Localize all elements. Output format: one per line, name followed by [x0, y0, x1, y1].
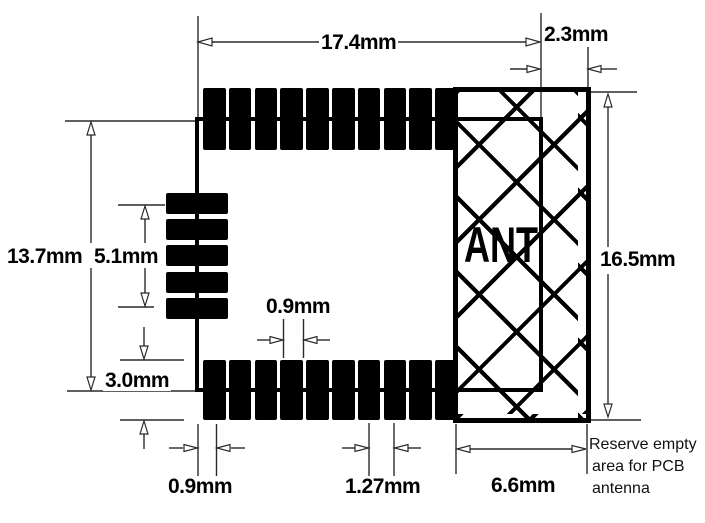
- antenna-keepout-area: [453, 87, 591, 423]
- dim-antenna-overhang-2-3: [510, 64, 617, 74]
- dim-label-edge-pad-width: 0.9mm: [166, 475, 235, 498]
- note-antenna-keepout: Reserve empty area for PCB antenna: [589, 434, 697, 500]
- note-line-3: antenna: [592, 480, 650, 497]
- dim-label-antenna-overhang: 2.3mm: [542, 23, 611, 46]
- dim-label-module-height: 13.7mm: [5, 245, 85, 268]
- dim-module-height-13-7: [86, 119, 96, 393]
- dim-label-total-height: 16.5mm: [598, 248, 678, 271]
- antenna-area-label: ANT: [464, 217, 538, 273]
- dim-total-height-16-5: [603, 91, 613, 420]
- dim-edge-pad-width-0-9-bottom: [169, 443, 245, 453]
- dim-label-antenna-area-width: 6.6mm: [489, 474, 558, 497]
- note-line-2: area for PCB: [592, 458, 685, 475]
- dim-label-pad-length: 3.0mm: [103, 369, 172, 392]
- dim-label-pad-pitch: 1.27mm: [343, 475, 423, 498]
- dim-label-side-pads-span: 5.1mm: [92, 245, 161, 268]
- dim-pad-pitch-1-27: [342, 443, 421, 453]
- dim-pad-length-3-0: [139, 327, 149, 449]
- dim-label-pad-width: 0.9mm: [264, 295, 333, 318]
- dim-antenna-area-width-6-6: [454, 444, 587, 454]
- note-line-1: Reserve empty: [589, 436, 697, 453]
- dim-side-pads-span-5-1: [140, 203, 150, 309]
- dim-pad-width-0-9-top: [257, 335, 330, 345]
- dim-label-module-width: 17.4mm: [319, 31, 399, 54]
